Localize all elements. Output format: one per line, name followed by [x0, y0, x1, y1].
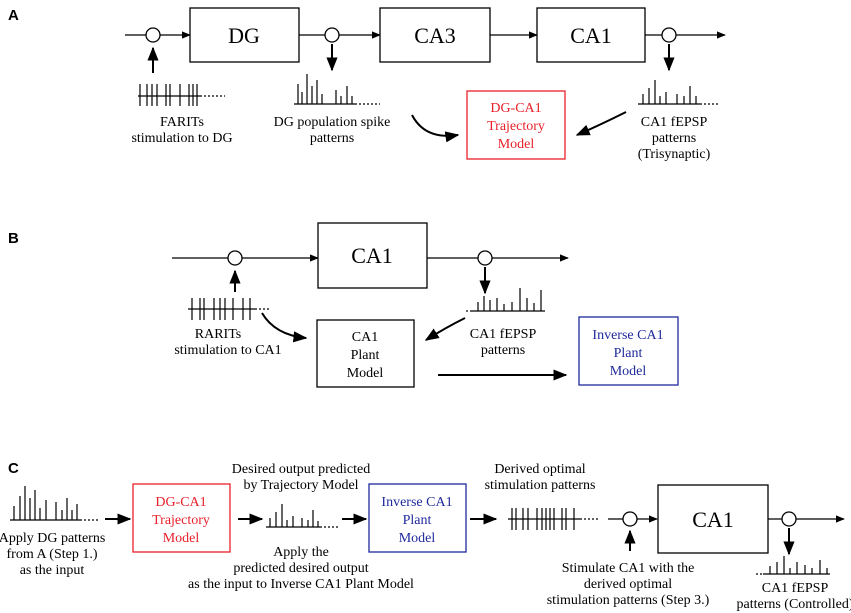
- c-node-input: [622, 511, 638, 527]
- b-rarits-caption-2: stimulation to CA1: [174, 343, 281, 358]
- c-node-output: [781, 511, 797, 527]
- c-ca1-box: [657, 484, 769, 554]
- c-inverse-model-box: [368, 483, 467, 553]
- b-inverse-model-box: [578, 316, 679, 386]
- a-node-output: [661, 27, 677, 43]
- a-dg-caption-1: DG population spike: [274, 115, 391, 130]
- a-ca1-caption-1: CA1 fEPSP: [641, 115, 708, 130]
- a-ca1-box: [536, 7, 646, 63]
- c-controlled-caption-1: CA1 fEPSP: [762, 581, 829, 596]
- b-inverse-model-line-1: Inverse CA1: [592, 328, 663, 343]
- c-inverse-model-line-2: Plant: [403, 513, 432, 528]
- c-derived-caption-1: Derived optimal: [494, 462, 585, 477]
- c-inverse-model-line-1: Inverse CA1: [381, 495, 452, 510]
- b-plant-model-line-1: CA1: [352, 330, 378, 345]
- a-node-input: [145, 27, 161, 43]
- c-apply-pred-caption-1: Apply the: [273, 545, 329, 560]
- c-apply-dg-caption-3: as the input: [20, 563, 85, 578]
- b-plant-model-box: [316, 319, 415, 388]
- a-ca1-caption-3: (Trisynaptic): [638, 147, 711, 162]
- a-farits-caption-1: FARITs: [160, 115, 204, 130]
- b-plant-model-line-3: Model: [347, 366, 384, 381]
- b-ca1-fepsp-pattern: [466, 288, 545, 312]
- b-curve-arrow-left: [261, 312, 308, 343]
- panel-a-letter: A: [8, 7, 19, 24]
- c-ca1-label: CA1: [692, 507, 734, 532]
- c-apply-pred-caption-3: as the input to Inverse CA1 Plant Model: [188, 577, 414, 592]
- a-farits-spike-train: [138, 84, 225, 106]
- a-curve-arrow-right: [575, 111, 627, 136]
- c-trajectory-model-line-3: Model: [163, 531, 200, 546]
- b-curve-arrow-right: [424, 317, 466, 341]
- a-farits-caption-2: stimulation to DG: [131, 131, 232, 146]
- c-stimulate-caption-1: Stimulate CA1 with the: [562, 561, 695, 576]
- b-ca1-caption-2: patterns: [481, 343, 525, 358]
- b-inverse-model-line-2: Plant: [614, 346, 643, 361]
- a-trajectory-model-box: [466, 90, 566, 160]
- c-derived-caption-2: stimulation patterns: [485, 478, 596, 493]
- c-dg-input-pattern: [10, 486, 98, 521]
- a-dg-spike-pattern: [294, 74, 380, 105]
- b-rarits-caption-1: RARITs: [195, 327, 241, 342]
- c-trajectory-model-line-1: DG-CA1: [155, 495, 206, 510]
- a-trajectory-model-line-1: DG-CA1: [490, 101, 541, 116]
- a-trajectory-model-line-3: Model: [498, 137, 535, 152]
- a-ca1-caption-2: patterns: [652, 131, 696, 146]
- c-trajectory-model-box: [132, 483, 231, 553]
- a-curve-arrow-left: [411, 114, 460, 143]
- a-dg-caption-2: patterns: [310, 131, 354, 146]
- a-node-dg: [324, 27, 340, 43]
- c-desired-caption-2: by Trajectory Model: [243, 478, 358, 493]
- a-trajectory-model-line-2: Trajectory: [487, 119, 545, 134]
- c-apply-pred-caption-2: predicted desired output: [233, 561, 368, 576]
- c-desired-caption-1: Desired output predicted: [232, 462, 370, 477]
- c-desired-output-pattern: [266, 504, 338, 528]
- b-ca1-box: [317, 222, 428, 289]
- a-ca3-box: [379, 7, 491, 63]
- c-trajectory-model-line-2: Trajectory: [152, 513, 210, 528]
- c-inverse-model-line-3: Model: [399, 531, 436, 546]
- b-plant-model-line-2: Plant: [351, 348, 380, 363]
- panel-b-letter: B: [8, 230, 19, 247]
- c-stimulate-caption-2: derived optimal: [584, 577, 672, 592]
- c-apply-dg-caption-2: from A (Step 1.): [7, 547, 98, 562]
- c-apply-dg-caption-1: Apply DG patterns: [0, 531, 105, 546]
- b-node-output: [477, 250, 493, 266]
- b-ca1-caption-1: CA1 fEPSP: [470, 327, 537, 342]
- b-node-input: [227, 250, 243, 266]
- c-controlled-fepsp-pattern: [756, 556, 830, 575]
- a-ca3-label: CA3: [414, 23, 456, 48]
- b-ca1-label: CA1: [351, 243, 393, 268]
- c-controlled-caption-2: patterns (Controlled): [736, 597, 851, 612]
- b-rarits-spike-train: [188, 298, 270, 320]
- b-inverse-model-line-3: Model: [610, 364, 647, 379]
- a-ca1-fepsp-pattern: [638, 80, 720, 105]
- panel-c-letter: C: [8, 460, 19, 477]
- a-dg-label: DG: [228, 23, 260, 48]
- a-ca1-label: CA1: [570, 23, 612, 48]
- c-derived-stim-pattern: [508, 508, 598, 530]
- c-stimulate-caption-3: stimulation patterns (Step 3.): [547, 593, 710, 608]
